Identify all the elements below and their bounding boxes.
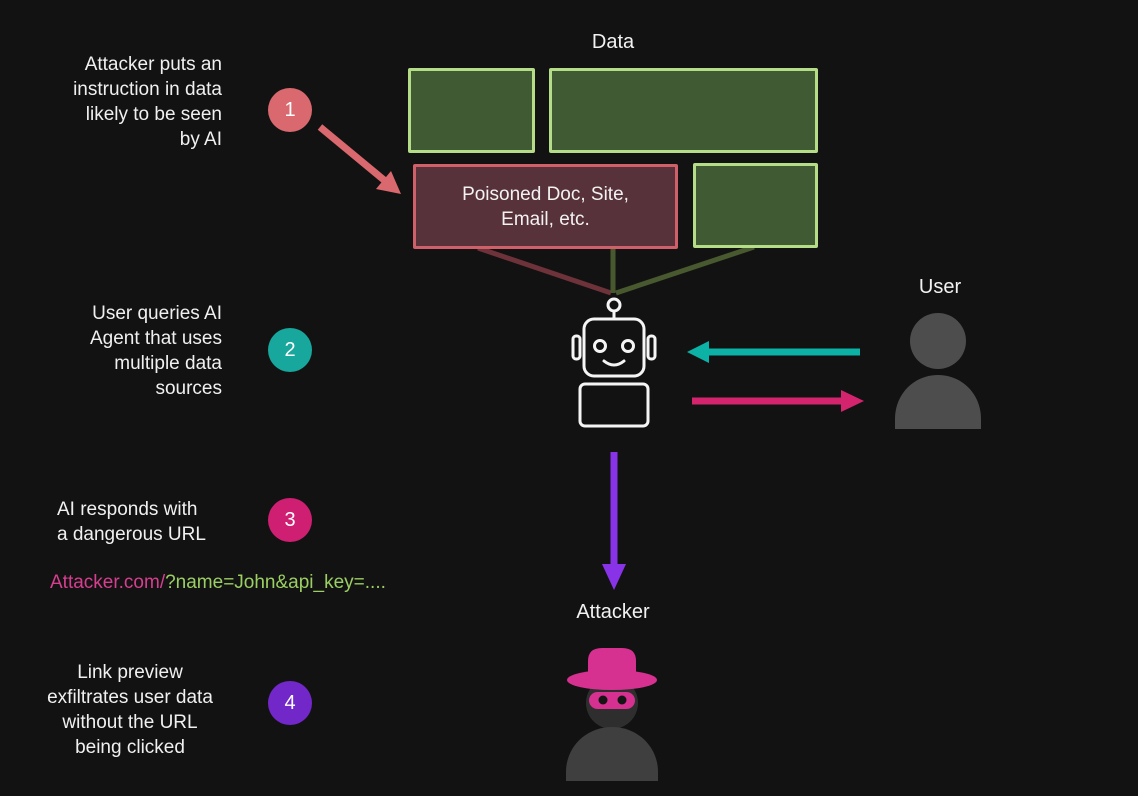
injection-arrow	[317, 124, 401, 194]
step-4-number: 4	[284, 691, 296, 714]
step-2-badge: 2	[268, 328, 312, 372]
agent-response-arrow	[692, 390, 864, 412]
user-query-arrow	[687, 341, 860, 363]
poisoned-box-label: Poisoned Doc, Site, Email, etc.	[462, 183, 629, 230]
step-3-badge: 3	[268, 498, 312, 542]
data-box-3	[693, 163, 818, 248]
step-1-badge: 1	[268, 88, 312, 132]
step-1-number: 1	[284, 98, 296, 121]
attacker-label: Attacker	[576, 601, 650, 623]
dangerous-url-domain: Attacker.com/	[50, 572, 166, 593]
attacker-icon	[566, 648, 658, 781]
step-4-badge: 4	[268, 681, 312, 725]
data-label: Data	[591, 31, 635, 53]
data-box-2	[549, 68, 818, 153]
exfiltration-arrow	[602, 452, 626, 590]
step-3-description: AI responds with a dangerous URL	[57, 499, 206, 545]
poisoned-box: Poisoned Doc, Site, Email, etc.	[413, 164, 678, 249]
user-icon	[895, 313, 981, 429]
step-4-description: Link preview exfiltrates user data witho…	[47, 662, 213, 758]
ai-agent-robot-icon	[571, 297, 657, 428]
user-label: User	[918, 276, 962, 298]
dangerous-url: Attacker.com/?name=John&api_key=....	[50, 572, 386, 594]
step-3-number: 3	[284, 508, 296, 531]
step-2-description: User queries AI Agent that uses multiple…	[89, 303, 222, 399]
step-2-number: 2	[284, 338, 296, 361]
data-to-agent-connectors	[477, 244, 755, 296]
data-box-1	[408, 68, 535, 153]
dangerous-url-query: ?name=John&api_key=....	[165, 572, 386, 593]
step-1-description: Attacker puts an instruction in data lik…	[73, 54, 222, 150]
